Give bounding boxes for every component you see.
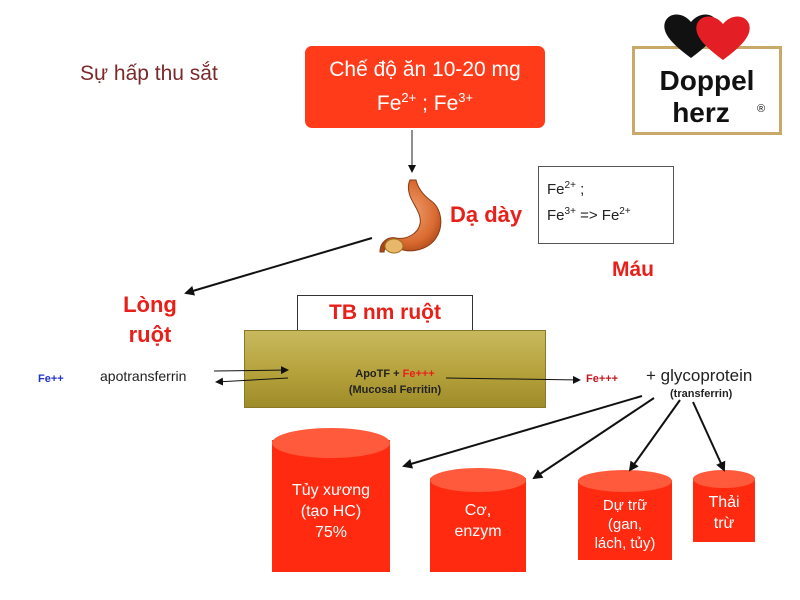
diet-intake-box: Chế độ ăn 10-20 mg Fe2+ ; Fe3+	[305, 46, 545, 128]
logo-word-doppel: Doppel	[660, 65, 755, 96]
destination-bone-marrow: Tủy xương (tạo HC) 75%	[272, 428, 390, 572]
doppelherz-logo: Doppel herz ®	[631, 10, 783, 136]
destination-excretion: Thải trừ	[693, 470, 755, 542]
logo-word-herz: herz	[672, 97, 730, 128]
arrow-stomach-to-lumen	[184, 237, 373, 296]
enterocyte-label-box: TB nm ruột	[297, 295, 473, 331]
arrow-apotransferrin-in	[213, 366, 289, 375]
mucosal-ferritin-text: (Mucosal Ferritin)	[348, 384, 442, 396]
apotransferrin-label: apotransferrin	[100, 368, 187, 384]
arrow-to-excretion	[692, 401, 726, 472]
blood-label: Máu	[612, 258, 654, 281]
arrow-to-bone-marrow	[402, 395, 643, 469]
heart-red-icon	[696, 16, 750, 60]
enterocyte-content: ApoTF + Fe+++ (Mucosal Ferritin)	[244, 366, 546, 398]
logo-registered-mark: ®	[757, 103, 765, 115]
arrow-to-muscle	[532, 397, 655, 480]
arrow-apotransferrin-out	[215, 377, 289, 386]
diet-iron-forms: Fe2+ ; Fe3+	[376, 90, 474, 115]
stomach-icon	[378, 178, 448, 258]
blood-line-1: Fe2+ ;	[547, 180, 585, 198]
fe3-label: Fe+++	[586, 373, 619, 385]
destination-muscle-enzyme: Cơ, enzym	[430, 468, 526, 572]
fe2-label: Fe++	[38, 373, 64, 385]
glycoprotein-label: + glycoprotein	[646, 366, 753, 385]
transferrin-label: (transferrin)	[670, 388, 733, 400]
diet-amount: Chế độ ăn 10-20 mg	[329, 58, 521, 81]
arrow-to-storage	[628, 399, 681, 472]
intestinal-lumen-label: Lòng ruột	[123, 292, 177, 347]
blood-line-2: Fe3+ => Fe2+	[547, 206, 631, 224]
destination-storage: Dự trữ (gan, lách, tủy)	[578, 470, 672, 560]
apotf-fe-text: ApoTF + Fe+++	[355, 368, 435, 380]
stomach-label: Dạ dày	[450, 202, 523, 227]
diagram-title: Sự hấp thu sắt	[80, 62, 218, 85]
enterocyte-bar	[244, 330, 546, 408]
blood-iron-box: Fe2+ ; Fe3+ => Fe2+	[538, 166, 674, 244]
arrow-cell-to-fe3	[445, 375, 581, 384]
